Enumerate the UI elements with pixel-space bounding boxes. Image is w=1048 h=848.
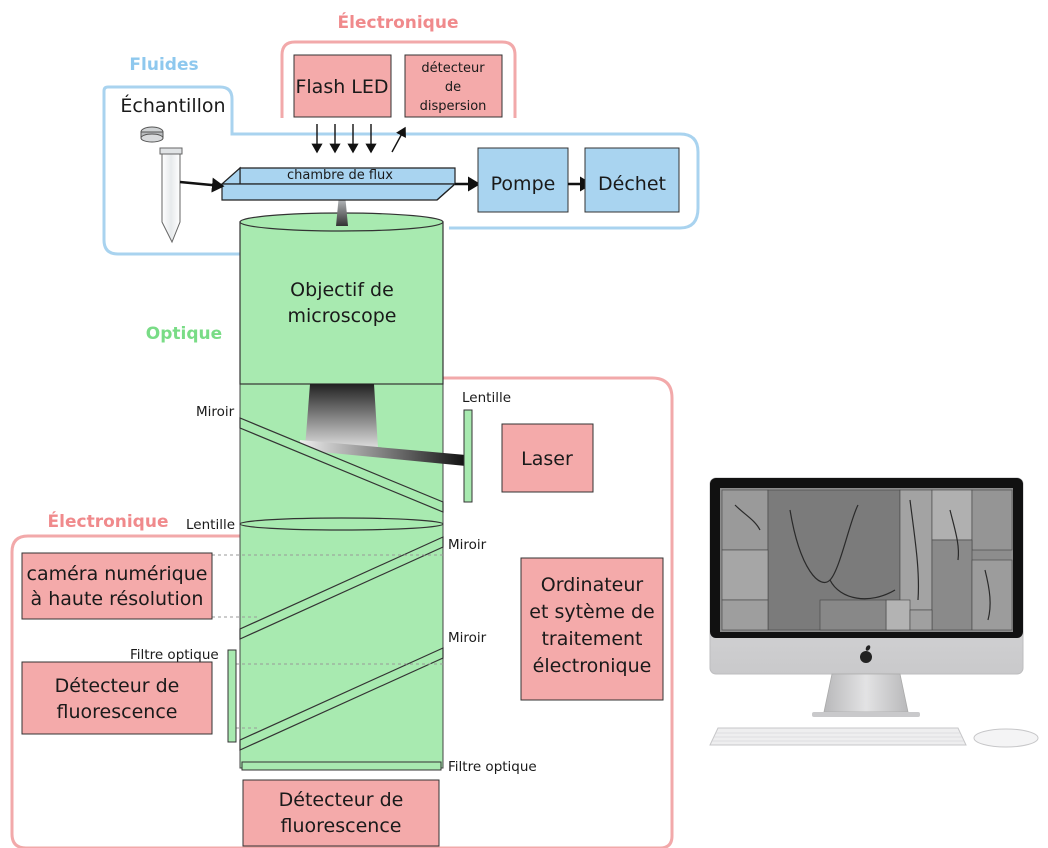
lens-right-label: Lentille [462, 390, 511, 406]
sample-tube-icon [159, 147, 183, 244]
optics-title: Optique [146, 324, 222, 344]
flash-led-label: Flash LED [295, 76, 388, 98]
laser-beam [300, 440, 466, 466]
flow-chamber [220, 166, 457, 201]
monitor-stand [823, 673, 909, 713]
laser-box [501, 423, 594, 493]
led-arrows [311, 124, 406, 154]
flow-chamber-label: chambre de flux [287, 168, 393, 183]
objective-beam-cone [305, 384, 378, 448]
computer-system-line3: traitement [541, 628, 642, 650]
computer-system-line2: et sytème de [529, 601, 654, 623]
plankton-sketch [734, 499, 991, 621]
computer-illustration [709, 477, 1039, 748]
computer-system-line1: Ordinateur [541, 574, 644, 596]
fluorescence-left-box [21, 661, 213, 735]
fluorescence-bottom-box [242, 779, 440, 847]
camera-label-line1: caméra numérique [27, 563, 208, 585]
fluorescence-left-line1: Détecteur de [55, 675, 180, 697]
filter-bottom-label: Filtre optique [448, 759, 537, 775]
scatter-detector-line2: de [445, 80, 461, 95]
camera-label-line2: à haute résolution [31, 588, 204, 610]
electronics-top-title: Électronique [338, 11, 459, 33]
laser-label: Laser [521, 448, 573, 470]
camera-guide-lines [212, 554, 443, 729]
mirror-low [239, 647, 444, 751]
scatter-detector-line1: détecteur [421, 61, 485, 76]
fluids-frame [102, 85, 700, 256]
pump-box [477, 147, 569, 213]
filter-left [227, 649, 237, 743]
mirror-mid-label: Miroir [448, 537, 487, 553]
camera-box [21, 552, 213, 620]
waste-box [584, 147, 680, 213]
pump-label: Pompe [491, 173, 556, 195]
lens-left [239, 517, 444, 531]
lens-left-label: Lentille [186, 517, 235, 533]
keyboard-keys [712, 732, 964, 742]
mirror-mid [239, 536, 444, 640]
electronics-top-frame [280, 40, 517, 118]
fluorescence-bottom-line2: fluorescence [281, 815, 402, 837]
fluids-title: Fluides [129, 55, 198, 75]
lens-right [463, 409, 473, 503]
filter-bottom [241, 761, 442, 771]
screen-thumbnails [721, 489, 1013, 631]
fluorescence-left-line2: fluorescence [57, 701, 178, 723]
filter-left-label: Filtre optique [130, 647, 219, 663]
scatter-detector-line3: dispersion [420, 99, 487, 114]
computer-system-line4: électronique [533, 655, 652, 677]
mirror-top [239, 417, 444, 513]
flash-led-box [293, 54, 392, 118]
objective-label: Objectif de [290, 279, 394, 301]
waste-label: Déchet [598, 173, 666, 195]
objective-label-line2: microscope [288, 305, 397, 327]
sample-to-chamber-arrow [179, 177, 225, 193]
sample-label: Échantillon [120, 94, 225, 117]
apple-logo-icon [860, 645, 872, 663]
fluorescence-bottom-line1: Détecteur de [279, 789, 404, 811]
tube-cap-icon [140, 126, 164, 143]
scatter-detector-box [404, 54, 503, 118]
electronics-bottom-frame [10, 376, 674, 848]
mouse [973, 728, 1039, 748]
mirror-top-label: Miroir [196, 404, 235, 420]
monitor-base [812, 712, 920, 717]
keyboard [709, 727, 967, 746]
mirror-low-label: Miroir [448, 630, 487, 646]
computer-system-box [520, 557, 664, 701]
electronics-bottom-title: Électronique [48, 510, 169, 532]
beam-to-objective [336, 194, 348, 226]
